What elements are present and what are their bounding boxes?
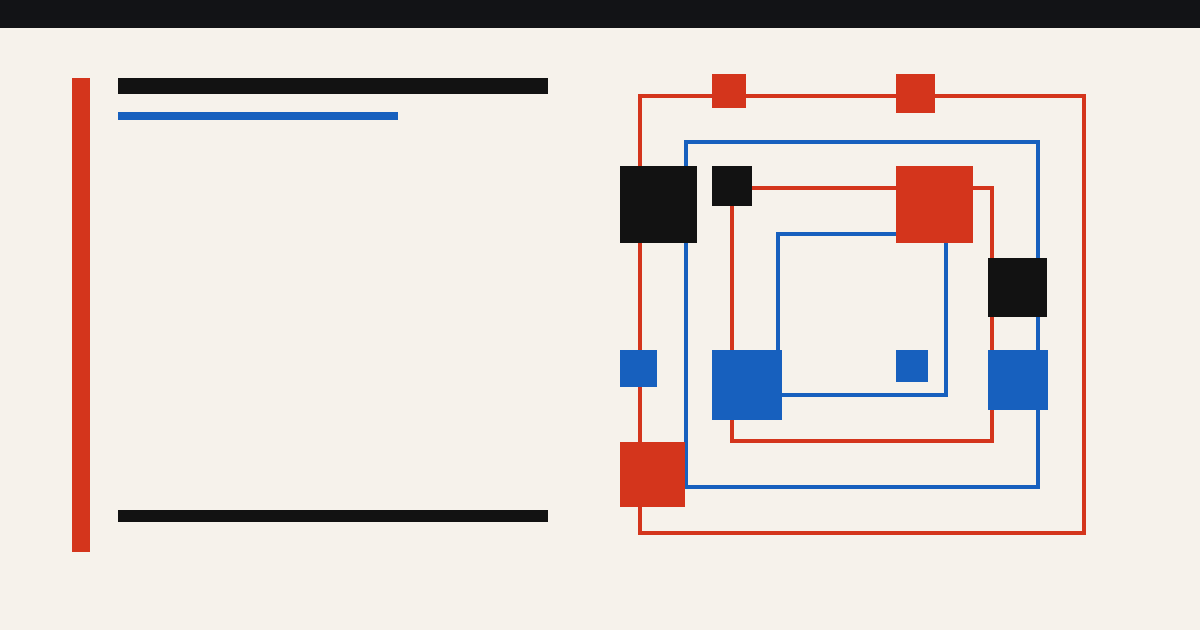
blue-block-center-small — [896, 350, 928, 382]
top-bar — [0, 0, 1200, 28]
red-accent-bar — [72, 78, 90, 552]
red-block-top-2 — [896, 74, 935, 113]
blue-block-left-small — [620, 350, 657, 387]
blue-block-mid — [712, 350, 782, 420]
red-block-large — [896, 166, 973, 243]
black-block-large — [620, 166, 697, 243]
blue-block-right — [988, 350, 1048, 410]
canvas-background — [0, 28, 1200, 630]
red-block-bottom-left — [620, 442, 685, 507]
red-block-top-1 — [712, 74, 746, 108]
subtitle-rule — [118, 112, 398, 120]
frame-outer-red — [638, 94, 1086, 535]
footer-rule — [118, 510, 548, 522]
frame-inner-blue — [776, 232, 948, 397]
title-rule — [118, 78, 548, 94]
black-block-small — [712, 166, 752, 206]
black-block-right — [988, 258, 1047, 317]
